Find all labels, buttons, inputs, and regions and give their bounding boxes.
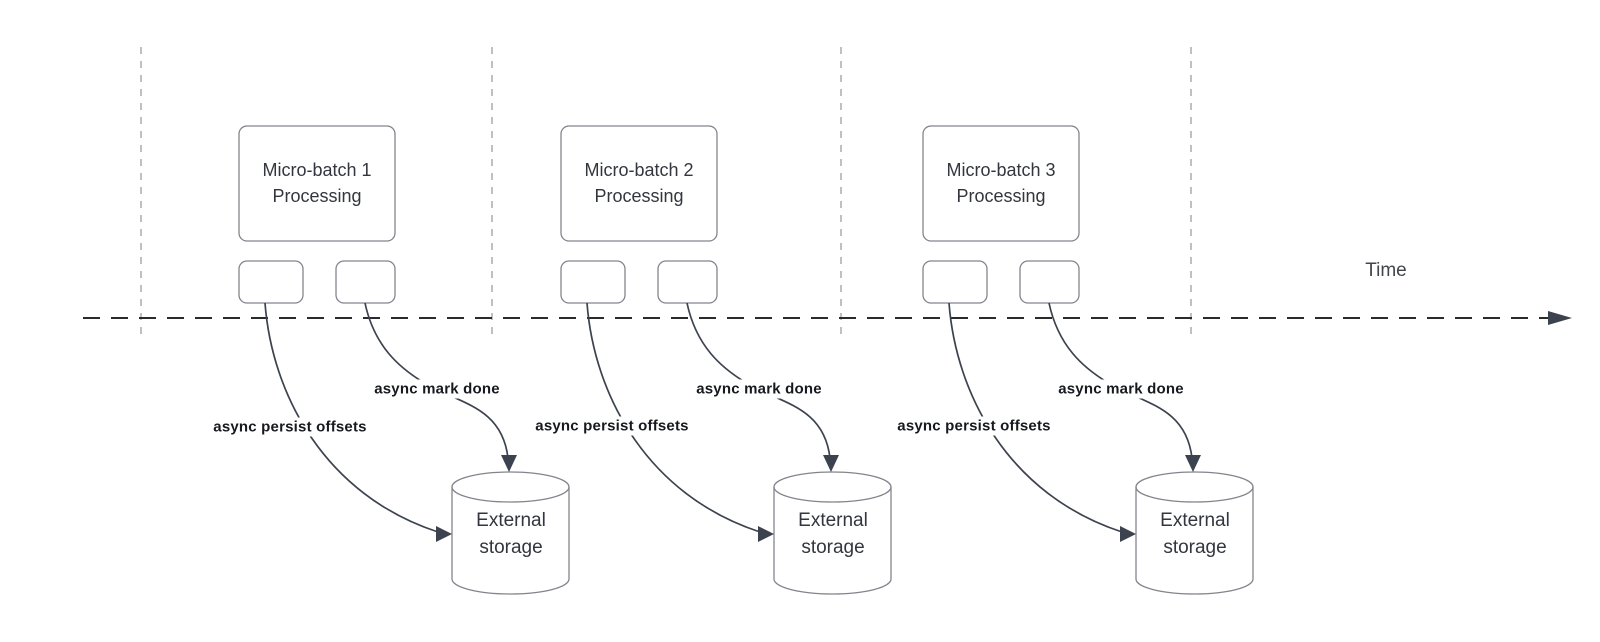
offset-task-box — [922, 260, 988, 304]
time-axis-arrowhead-icon — [1548, 311, 1572, 325]
offset-task-box — [238, 260, 304, 304]
persist-offsets-arrow — [948, 302, 1123, 533]
external-storage-label-1: External storage — [476, 510, 546, 558]
persist-offsets-arrowhead-icon — [1120, 526, 1136, 542]
storage-cylinder — [451, 471, 570, 595]
persist-offsets-arrowhead-icon — [758, 526, 774, 542]
mark-done-label-3: async mark done — [1054, 379, 1188, 399]
persist-offsets-arrow — [586, 302, 761, 533]
micro-batch-box — [922, 125, 1080, 242]
mark-done-arrowhead-icon — [823, 455, 839, 472]
mark-done-label-2: async mark done — [692, 379, 826, 399]
micro-batch-box — [560, 125, 718, 242]
mark-done-arrowhead-icon — [501, 455, 517, 472]
done-task-box — [335, 260, 396, 304]
offset-task-box — [560, 260, 626, 304]
done-task-box — [1019, 260, 1080, 304]
persist-offsets-arrowhead-icon — [436, 526, 452, 542]
storage-cylinder-seam — [773, 486, 892, 503]
persist-offsets-label-2: async persist offsets — [531, 416, 693, 436]
batch-group-1 — [238, 125, 570, 595]
mark-done-arrowhead-icon — [1185, 455, 1201, 472]
done-task-box — [657, 260, 718, 304]
micro-batch-3-title: Micro-batch 3 Processing — [946, 160, 1056, 206]
external-storage-label-3: External storage — [1160, 510, 1230, 558]
external-storage-label-2: External storage — [798, 510, 868, 558]
persist-offsets-arrow — [264, 302, 439, 533]
time-axis-label: Time — [1365, 260, 1407, 281]
batch-group-3 — [922, 125, 1254, 595]
storage-cylinder — [1135, 471, 1254, 595]
micro-batch-box — [238, 125, 396, 242]
persist-offsets-label-1: async persist offsets — [209, 417, 371, 437]
mark-done-label-1: async mark done — [370, 379, 504, 399]
time-axis — [83, 311, 1572, 325]
storage-cylinder-seam — [1135, 486, 1254, 503]
persist-offsets-label-3: async persist offsets — [893, 416, 1055, 436]
micro-batch-1-title: Micro-batch 1 Processing — [262, 160, 372, 206]
micro-batch-2-title: Micro-batch 2 Processing — [584, 160, 694, 206]
storage-cylinder — [773, 471, 892, 595]
storage-cylinder-seam — [451, 486, 570, 503]
batch-group-2 — [560, 125, 892, 595]
